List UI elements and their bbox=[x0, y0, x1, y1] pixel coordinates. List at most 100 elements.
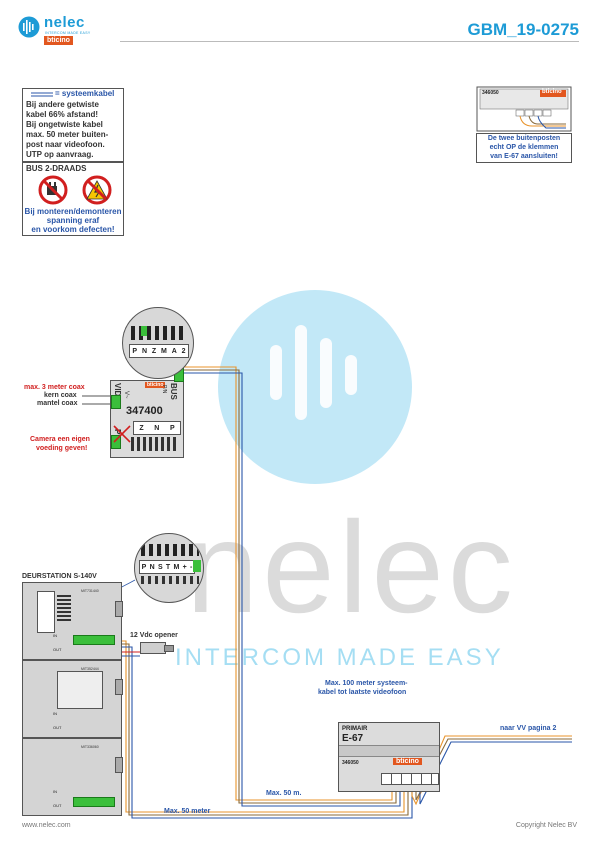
module-connector bbox=[115, 679, 123, 695]
zoom-green-switch bbox=[141, 326, 147, 336]
detail-note-line: De twee buitenposten bbox=[487, 135, 561, 142]
e67-detail-drawing bbox=[476, 86, 572, 132]
zoom-green-terminal bbox=[193, 560, 201, 572]
interface-terminal-p: P bbox=[169, 424, 175, 432]
bus-note-title: BUS 2-DRAADS bbox=[26, 164, 87, 173]
zoom-dip-switches bbox=[141, 544, 199, 556]
max50meter-label: Max. 50 meter bbox=[164, 808, 211, 815]
interface-brand: bticino bbox=[145, 382, 166, 388]
zoom-terminal-label: N bbox=[141, 347, 148, 355]
zoom-terminal-label: P bbox=[132, 347, 138, 355]
max100-label-line: kabel tot laatste videofoon bbox=[318, 689, 407, 696]
interface-terminal-n: N bbox=[154, 424, 160, 432]
coax-max-label: max. 3 meter coax bbox=[24, 384, 85, 391]
module-terminal-block bbox=[73, 635, 115, 645]
module-id: MIT731440 bbox=[81, 589, 99, 593]
bus-note-box: BUS 2-DRAADS Bij monteren/demonteren spa… bbox=[22, 162, 124, 236]
camera-note-line: Camera een eigen bbox=[30, 436, 90, 443]
zoom-terminal-label: A bbox=[171, 347, 177, 355]
door-cable-to-e67 bbox=[120, 640, 413, 819]
bus-note-line: Bij monteren/demonteren bbox=[24, 207, 122, 216]
module-terminal-block bbox=[73, 797, 115, 807]
zoom-terminal-label: Z bbox=[151, 347, 157, 355]
interface-bus-label: BUS bbox=[169, 383, 178, 400]
cable-note-box: = systeemkabel Bij andere getwiste kabel… bbox=[22, 88, 124, 162]
e67-terminal-row bbox=[381, 773, 439, 785]
door-station-title: DEURSTATION S-140V bbox=[22, 573, 97, 580]
module-out-label: OUT bbox=[53, 725, 62, 730]
module-in-label: IN bbox=[53, 633, 57, 638]
module-id: MIT352444 bbox=[81, 667, 99, 671]
zoom-terminal-label: - bbox=[189, 563, 193, 571]
zoom-dip-switches bbox=[131, 326, 187, 340]
footer-copyright: Copyright Nelec BV bbox=[515, 822, 577, 829]
brand-tagline: INTERCOM MADE EASY bbox=[45, 31, 91, 35]
module-id: MIT336060 bbox=[81, 745, 99, 749]
detail-brand: bticino bbox=[542, 89, 562, 95]
module-camera bbox=[37, 591, 55, 633]
cable-note-line: max. 50 meter buiten- bbox=[26, 130, 109, 139]
zoom-terminal-label: T bbox=[165, 563, 171, 571]
detail-model: 346050 bbox=[482, 90, 499, 96]
zoom-terminal-label: M bbox=[173, 563, 180, 571]
zoom-terminal-row: P N Z M A 2 bbox=[129, 344, 189, 358]
zoom-terminal-label: P bbox=[141, 563, 147, 571]
no-voltage-warning-icon bbox=[82, 175, 112, 205]
opener-device bbox=[140, 642, 166, 654]
bus-cable-to-e67 bbox=[182, 366, 401, 807]
coax-wires bbox=[82, 395, 110, 405]
coax-shield-label: mantel coax bbox=[37, 400, 78, 407]
watermark-bars-icon bbox=[270, 325, 357, 420]
door-module-2: MIT352444 IN OUT bbox=[22, 660, 123, 738]
cable-note-line: post naar videofoon. bbox=[26, 140, 105, 149]
door-zoom-circle: P N S T M + - bbox=[134, 533, 204, 603]
interface-347400: bticino 347400 VIDEO V~ BUS P/N PWR Z N … bbox=[110, 368, 184, 458]
detail-note-box bbox=[476, 133, 572, 163]
module-connector bbox=[115, 757, 123, 773]
interface-zoom-circle: P N Z M A 2 bbox=[122, 307, 194, 379]
cable-note-line: Bij andere getwiste bbox=[26, 100, 99, 109]
e67-brand: bticino bbox=[393, 758, 422, 765]
interface-model: 347400 bbox=[126, 405, 163, 417]
coax-core-label: kern coax bbox=[44, 392, 77, 399]
e67-device: PRIMAIR E-67 346050 bticino bbox=[338, 722, 440, 792]
opener-label: 12 Vdc opener bbox=[130, 632, 178, 639]
cable-note-line: kabel 66% afstand! bbox=[26, 110, 99, 119]
zoom-terminal-label: S bbox=[157, 563, 163, 571]
zoom-terminal-label: + bbox=[182, 563, 187, 571]
bus-note-line: spanning eraf bbox=[46, 216, 100, 225]
module-in-label: IN bbox=[53, 711, 57, 716]
cable-note-line: Bij ongetwiste kabel bbox=[26, 120, 103, 129]
interface-video-sub: V~ bbox=[123, 391, 129, 399]
door-module-3: MIT336060 IN OUT bbox=[22, 738, 123, 816]
interface-terminal-z: Z bbox=[139, 424, 144, 432]
detail-note-line: echt OP de klemmen bbox=[489, 144, 559, 151]
opener-body bbox=[164, 645, 174, 652]
no-plug-warning-icon bbox=[38, 175, 68, 205]
pwr-not-used-icon bbox=[113, 425, 131, 443]
zoom-terminal-label: M bbox=[161, 347, 167, 355]
detail-note-line: van E-67 aansluiten! bbox=[490, 153, 558, 160]
camera-note-line: voeding geven! bbox=[36, 445, 88, 452]
e67-name: E-67 bbox=[342, 733, 364, 744]
door-module-1: MIT731440 IN OUT bbox=[22, 582, 123, 660]
module-out-label: OUT bbox=[53, 647, 62, 652]
to-vv-label: naar VV pagina 2 bbox=[500, 725, 557, 732]
module-display bbox=[57, 671, 103, 709]
zoom-terminal-row: P N S T M + - bbox=[139, 560, 195, 574]
max50m-label: Max. 50 m. bbox=[266, 790, 302, 797]
document-id: GBM_19-0275 bbox=[467, 20, 579, 39]
brand-logo: nelec INTERCOM MADE EASY bticino bbox=[18, 14, 108, 48]
header-divider bbox=[120, 41, 579, 42]
video-terminal bbox=[111, 395, 121, 409]
bticino-badge: bticino bbox=[44, 36, 73, 45]
cable-legend: = systeemkabel bbox=[55, 89, 115, 98]
e67-top-strip bbox=[339, 745, 439, 757]
interface-dip-row bbox=[131, 437, 179, 451]
zoom-terminal-label: N bbox=[149, 563, 155, 571]
module-connector bbox=[115, 601, 123, 617]
cable-note-line: UTP op aanvraag. bbox=[26, 150, 94, 159]
interface-bus-sub: P/N bbox=[161, 385, 167, 394]
bus-note-line: en voorkom defecten! bbox=[31, 225, 115, 234]
